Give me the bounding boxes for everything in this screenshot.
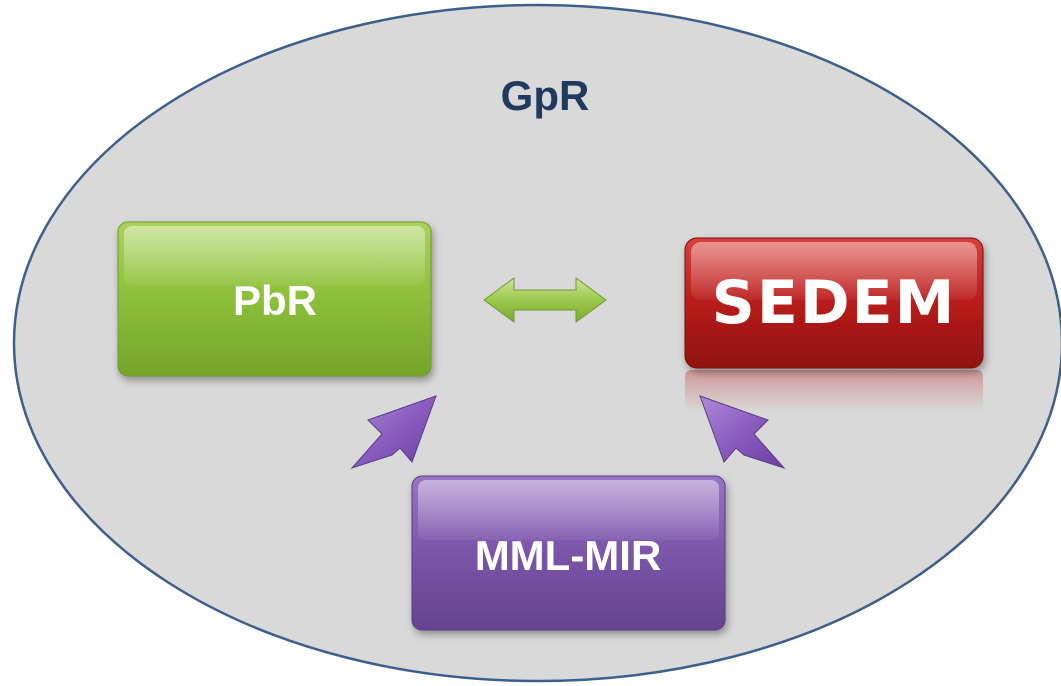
mml-mir-node [411,475,726,631]
sedem-label: SEDEM [712,268,957,338]
gpr-title: GpR [501,72,590,119]
pbr-node [117,221,432,377]
pbr-label: PbR [233,277,317,324]
gpr-ellipse [12,3,1061,683]
sedem-node [684,237,984,412]
arrow-mml-to-pbr [350,395,437,470]
arrow-mml-to-sedem [699,395,786,470]
bidirectional-arrow [483,277,607,323]
mml-mir-label: MML-MIR [475,532,662,579]
